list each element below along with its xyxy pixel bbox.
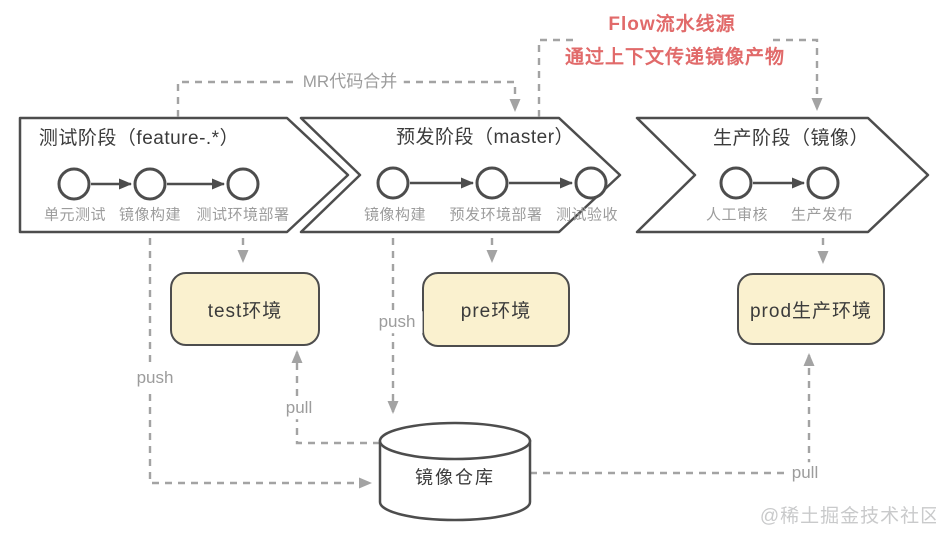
edge-label-push-stage1: push — [129, 367, 181, 389]
node-unit-test — [57, 167, 91, 201]
node-pre-deploy — [475, 166, 509, 200]
edge-label-mr-merge: MR代码合并 — [295, 71, 405, 93]
node-test-deploy — [226, 167, 260, 201]
repository-label: 镜像仓库 — [415, 467, 495, 488]
step-label-manual-review: 人工审核 — [705, 206, 769, 224]
node-image-build-2 — [376, 166, 410, 200]
step-arrows — [91, 177, 805, 190]
edge-pull-test-line — [291, 350, 380, 445]
edge-mr-merge-line — [176, 80, 521, 117]
env-label-prod: prod生产环境 — [749, 300, 873, 322]
edge-pull-prod-line — [530, 353, 815, 475]
stage-pre-chevron — [299, 116, 622, 234]
edge-label-pull-prod: pull — [784, 462, 826, 484]
node-image-build-1 — [133, 167, 167, 201]
edge-label-pull-test: pull — [278, 397, 320, 419]
step-label-image-build-1: 镜像构建 — [118, 206, 182, 224]
env-label-pre: pre环境 — [460, 301, 532, 322]
stage-prod-chevron — [635, 116, 930, 234]
step-label-prod-release: 生产发布 — [790, 206, 854, 224]
stage-test-chevron — [18, 116, 350, 234]
step-label-unit-test: 单元测试 — [43, 206, 107, 224]
watermark: @稀土掘金技术社区 — [759, 506, 936, 528]
stage-pre-title: 预发阶段（master） — [395, 127, 575, 149]
step-label-pre-deploy: 预发环境部署 — [449, 206, 543, 224]
flow-note-line1: Flow流水线源 — [602, 14, 742, 36]
node-prod-release — [806, 166, 840, 200]
dashed-connectors — [148, 38, 829, 489]
stage-prod-title: 生产阶段（镜像） — [712, 128, 870, 150]
env-box-test: test环境 — [170, 272, 320, 346]
step-label-image-build-2: 镜像构建 — [363, 206, 427, 224]
edge-flow-note-right — [773, 38, 823, 111]
edge-label-push-stage2: push — [371, 311, 423, 333]
env-box-pre: pre环境 — [422, 272, 570, 347]
edge-push-stage1-line — [148, 238, 372, 489]
flow-note-line2: 通过上下文传递镜像产物 — [558, 47, 792, 69]
step-label-test-accept: 测试验收 — [555, 206, 619, 224]
stage-test-title: 测试阶段（feature-.*） — [38, 128, 240, 150]
step-label-test-deploy: 测试环境部署 — [196, 206, 290, 224]
node-test-accept — [574, 166, 608, 200]
node-manual-review — [719, 166, 753, 200]
env-label-test: test环境 — [207, 300, 283, 322]
env-box-prod: prod生产环境 — [737, 273, 885, 345]
pipeline-step-nodes — [57, 166, 840, 201]
repository-cylinder-icon — [378, 421, 532, 522]
